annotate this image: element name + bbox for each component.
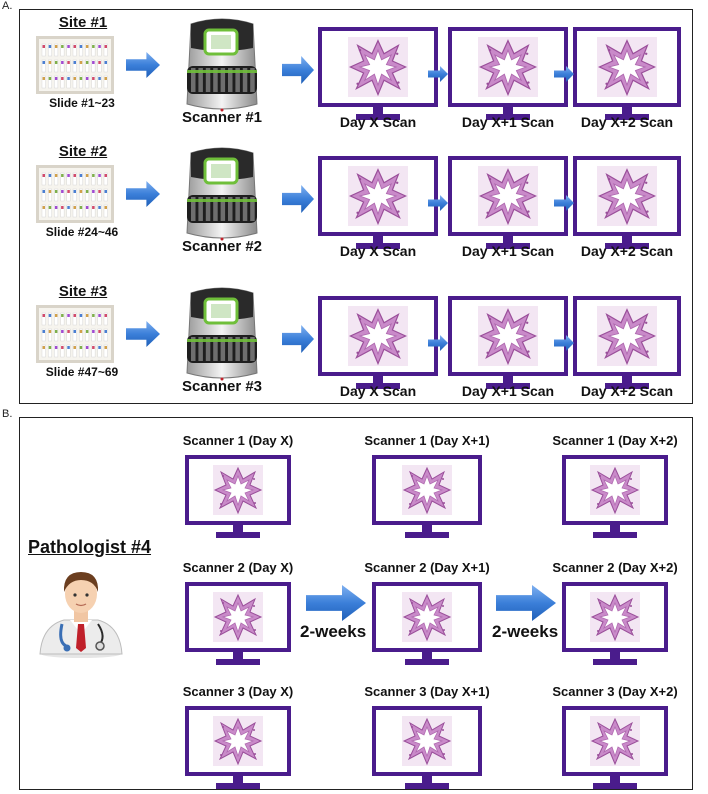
monitor-icon — [185, 706, 291, 794]
arrow-right-icon — [126, 181, 160, 207]
arrow-right-icon — [554, 66, 574, 82]
monitor-icon — [372, 706, 482, 794]
site-title: Site #1 — [58, 14, 108, 31]
scan-day-label: Day X+1 Scan — [461, 383, 555, 399]
scan-day-label: Day X+2 Scan — [580, 114, 674, 130]
arrow-right-icon — [496, 585, 556, 621]
monitor-title: Scanner 2 (Day X+1) — [364, 560, 490, 575]
panel-b-label: B. — [2, 408, 13, 420]
site-title: Site #3 — [58, 283, 108, 300]
monitor-icon — [318, 27, 438, 125]
monitor-icon — [562, 455, 668, 543]
scanner-icon — [181, 287, 263, 383]
arrow-right-icon — [554, 195, 574, 211]
arrow-right-icon — [428, 335, 448, 351]
monitor-title: Scanner 2 (Day X+2) — [552, 560, 678, 575]
monitor-icon — [372, 582, 482, 670]
scan-day-label: Day X Scan — [339, 114, 417, 130]
monitor-icon — [562, 582, 668, 670]
arrow-right-icon — [282, 185, 314, 213]
site-title: Site #2 — [58, 143, 108, 160]
scan-day-label: Day X Scan — [339, 243, 417, 259]
monitor-icon — [448, 156, 568, 254]
monitor-icon — [448, 27, 568, 125]
scan-day-label: Day X Scan — [339, 383, 417, 399]
scanner-icon — [181, 147, 263, 243]
arrow-right-icon — [428, 66, 448, 82]
scan-day-label: Day X+2 Scan — [580, 243, 674, 259]
monitor-icon — [318, 156, 438, 254]
scanner-label: Scanner #2 — [181, 238, 263, 255]
scanner-icon — [181, 18, 263, 114]
scan-day-label: Day X+1 Scan — [461, 114, 555, 130]
arrow-right-icon — [282, 325, 314, 353]
monitor-title: Scanner 3 (Day X+1) — [364, 684, 490, 699]
monitor-title: Scanner 1 (Day X+2) — [552, 433, 678, 448]
monitor-title: Scanner 3 (Day X) — [182, 684, 294, 699]
panel-a-label: A. — [2, 0, 13, 12]
monitor-icon — [185, 455, 291, 543]
slide-range-label: Slide #47~69 — [45, 365, 119, 379]
interval-label-2: 2-weeks — [492, 622, 559, 641]
monitor-icon — [573, 27, 681, 125]
arrow-right-icon — [306, 585, 366, 621]
monitor-title: Scanner 1 (Day X) — [182, 433, 294, 448]
monitor-icon — [185, 582, 291, 670]
monitor-icon — [562, 706, 668, 794]
monitor-icon — [573, 296, 681, 394]
arrow-right-icon — [126, 321, 160, 347]
arrow-right-icon — [282, 56, 314, 84]
doctor-icon — [36, 562, 126, 658]
monitor-title: Scanner 3 (Day X+2) — [552, 684, 678, 699]
scan-day-label: Day X+1 Scan — [461, 243, 555, 259]
scanner-label: Scanner #3 — [181, 378, 263, 395]
monitor-icon — [573, 156, 681, 254]
scan-day-label: Day X+2 Scan — [580, 383, 674, 399]
monitor-title: Scanner 1 (Day X+1) — [364, 433, 490, 448]
interval-label-1: 2-weeks — [300, 622, 367, 641]
slide-tray-icon — [36, 165, 114, 223]
monitor-icon — [372, 455, 482, 543]
panel-a-frame — [19, 9, 693, 404]
panel-b-frame — [19, 417, 693, 790]
arrow-right-icon — [126, 52, 160, 78]
monitor-icon — [448, 296, 568, 394]
slide-range-label: Slide #1~23 — [49, 96, 115, 110]
arrow-right-icon — [428, 195, 448, 211]
slide-tray-icon — [36, 36, 114, 94]
monitor-icon — [318, 296, 438, 394]
pathologist-title: Pathologist #4 — [28, 537, 152, 557]
scanner-label: Scanner #1 — [181, 109, 263, 126]
monitor-title: Scanner 2 (Day X) — [182, 560, 294, 575]
slide-range-label: Slide #24~46 — [45, 225, 119, 239]
slide-tray-icon — [36, 305, 114, 363]
arrow-right-icon — [554, 335, 574, 351]
